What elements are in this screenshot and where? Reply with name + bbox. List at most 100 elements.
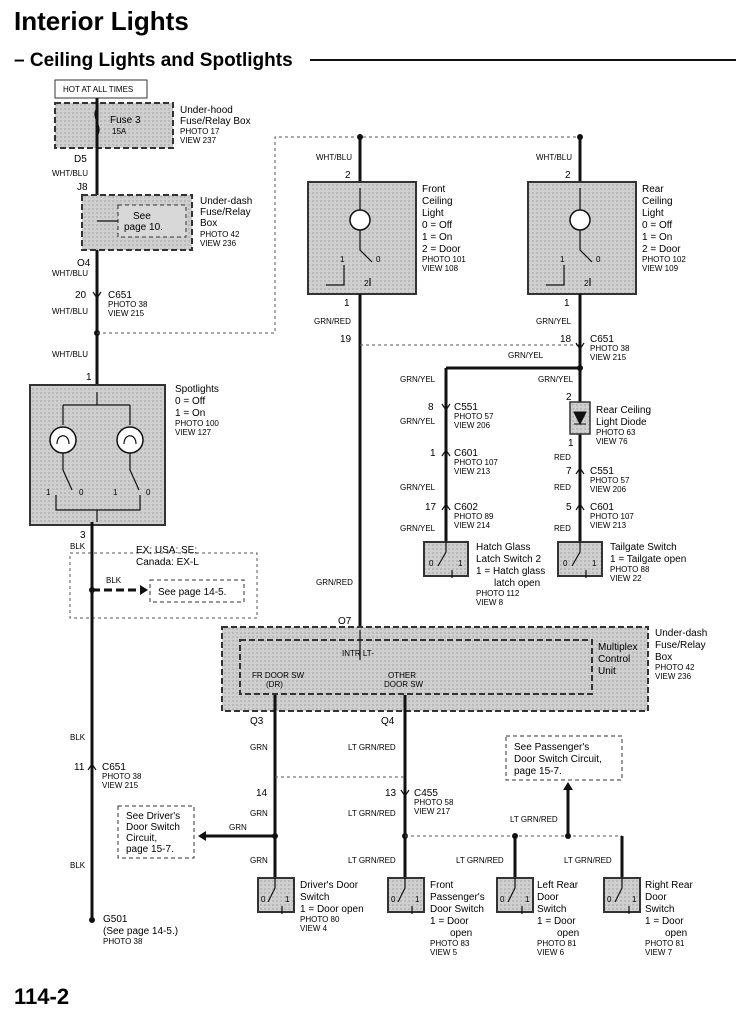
front-sw-1: 1 [340, 255, 345, 264]
tail-wire-1: GRN/YEL [538, 375, 574, 384]
wire-wht-blu-3: WHT/BLU [52, 307, 88, 316]
hatch-sw-0: 0 [429, 559, 434, 568]
fp-photo: PHOTO 83 [430, 939, 470, 948]
grn-label-2: GRN [250, 809, 268, 818]
c602-label: C602 [454, 502, 478, 513]
see-page-14-5-text: See page 14-5. [158, 587, 226, 598]
c651-view-3: VIEW 215 [590, 353, 627, 362]
lr-label-2: Door [537, 892, 559, 903]
rear-sw-1: 1 [560, 255, 565, 264]
c651-label-1: C651 [108, 290, 132, 301]
spot-sw-0b: 0 [146, 488, 151, 497]
rr-view: VIEW 7 [645, 948, 673, 957]
tail-sw-1: 1 [592, 559, 597, 568]
fp-view: VIEW 5 [430, 948, 458, 957]
rear-label-2: Ceiling [642, 196, 673, 207]
pin-14: 14 [256, 788, 268, 799]
underhood-label-1: Under-hood [180, 105, 233, 116]
tail-sw-0: 0 [563, 559, 568, 568]
spotlight-bulb-left-icon [49, 426, 77, 454]
fp-label-4: 1 = Door [430, 916, 469, 927]
grn-label-3: GRN [250, 856, 268, 865]
pin-13: 13 [385, 788, 397, 799]
hatch-wire-3: GRN/YEL [400, 483, 436, 492]
pin-19: 19 [340, 334, 352, 345]
ref-driver-4: page 15-7. [126, 844, 174, 855]
ltgr-label-2: LT GRN/RED [348, 809, 396, 818]
underhood-view: VIEW 237 [180, 136, 217, 145]
front-sw-0: 0 [376, 255, 381, 264]
front-wire-top: WHT/BLU [316, 153, 352, 162]
mpcu-label-1: Multiplex [598, 642, 637, 653]
c602-photo: PHOTO 89 [454, 512, 494, 521]
hatch-wire-1: GRN/YEL [400, 375, 436, 384]
underdash2-label-2: Fuse/Relay [655, 640, 706, 651]
option-variant-2: Canada: EX-L [136, 557, 199, 568]
rear-sw-2: 2 [584, 279, 589, 288]
drv-photo: PHOTO 80 [300, 915, 340, 924]
hatch-sw-1: 1 [458, 559, 463, 568]
spotlights-view: VIEW 127 [175, 428, 212, 437]
hatch-label-3: 1 = Hatch glass [476, 566, 545, 577]
front-photo: PHOTO 101 [422, 255, 466, 264]
grn-branch-label: GRN [229, 823, 247, 832]
tail-pin-1: 1 [568, 438, 574, 449]
c551-hatch-photo: PHOTO 57 [454, 412, 494, 421]
fp-sw-1: 1 [415, 895, 420, 904]
tail-pin-2: 2 [566, 392, 572, 403]
c651-label-3: C651 [590, 334, 614, 345]
hatch-pin-17: 17 [425, 502, 437, 513]
hatch-pin-1: 1 [430, 448, 436, 459]
c455-view: VIEW 217 [414, 807, 451, 816]
underhood-photo: PHOTO 17 [180, 127, 220, 136]
ref-driver-3: Circuit, [126, 833, 157, 844]
ground-wire-blk-1: BLK [70, 733, 86, 742]
c651-label-2: C651 [102, 762, 126, 773]
tail-wire-red-3: RED [554, 524, 571, 533]
pin-18: 18 [560, 334, 572, 345]
see-page-10-line2: page 10. [124, 222, 163, 233]
underdash2-label-1: Under-dash [655, 628, 707, 639]
c551-hatch: C551 [454, 402, 478, 413]
rr-label-5: open [665, 928, 687, 939]
lr-sw-0: 0 [500, 895, 505, 904]
tailgate-label-1: Tailgate Switch [610, 542, 677, 553]
option-variant-1: EX; USA: SE; [136, 545, 197, 556]
c455-photo: PHOTO 58 [414, 798, 454, 807]
underdash1-label-1: Under-dash [200, 196, 252, 207]
diode-photo: PHOTO 63 [596, 428, 636, 437]
fp-label-3: Door Switch [430, 904, 484, 915]
lr-photo: PHOTO 81 [537, 939, 577, 948]
tailgate-view: VIEW 22 [610, 574, 642, 583]
tailgate-photo: PHOTO 88 [610, 565, 650, 574]
hatch-photo: PHOTO 112 [476, 589, 520, 598]
rear-pin-2: 2 [565, 170, 571, 181]
page-title: Interior Lights [14, 6, 189, 36]
rear-view: VIEW 109 [642, 264, 679, 273]
rear-state-1: 1 = On [642, 232, 672, 243]
spot-sw-1b: 1 [113, 488, 118, 497]
intr-lt-label: INTR LT- [342, 649, 374, 658]
o4-label: O4 [77, 258, 91, 269]
hatch-wire-2: GRN/YEL [400, 417, 436, 426]
front-sw-2: 2 [364, 279, 369, 288]
c551-tail-photo: PHOTO 57 [590, 476, 630, 485]
see-passenger-ref [505, 735, 623, 781]
grn-label-1: GRN [250, 743, 268, 752]
tail-wire-red-1: RED [554, 453, 571, 462]
drv-label-2: Switch [300, 892, 329, 903]
driver-door-switch: 0 1 Driver's Door Switch 1 = Door open P… [257, 877, 364, 933]
front-label-2: Ceiling [422, 196, 453, 207]
ground-wire-blk-2: BLK [70, 861, 86, 870]
see-page-14-5-ref [149, 579, 245, 603]
option-wire-blk: BLK [106, 576, 122, 585]
rear-photo: PHOTO 102 [642, 255, 686, 264]
hatch-label-4: latch open [494, 578, 540, 589]
front-label-1: Front [422, 184, 446, 195]
rear-state-2: 2 = Door [642, 244, 681, 255]
c601-hatch-view: VIEW 213 [454, 467, 491, 476]
diode-label-1: Rear Ceiling [596, 405, 651, 416]
mpcu-label-3: Unit [598, 666, 616, 677]
tail-wire-red-2: RED [554, 483, 571, 492]
